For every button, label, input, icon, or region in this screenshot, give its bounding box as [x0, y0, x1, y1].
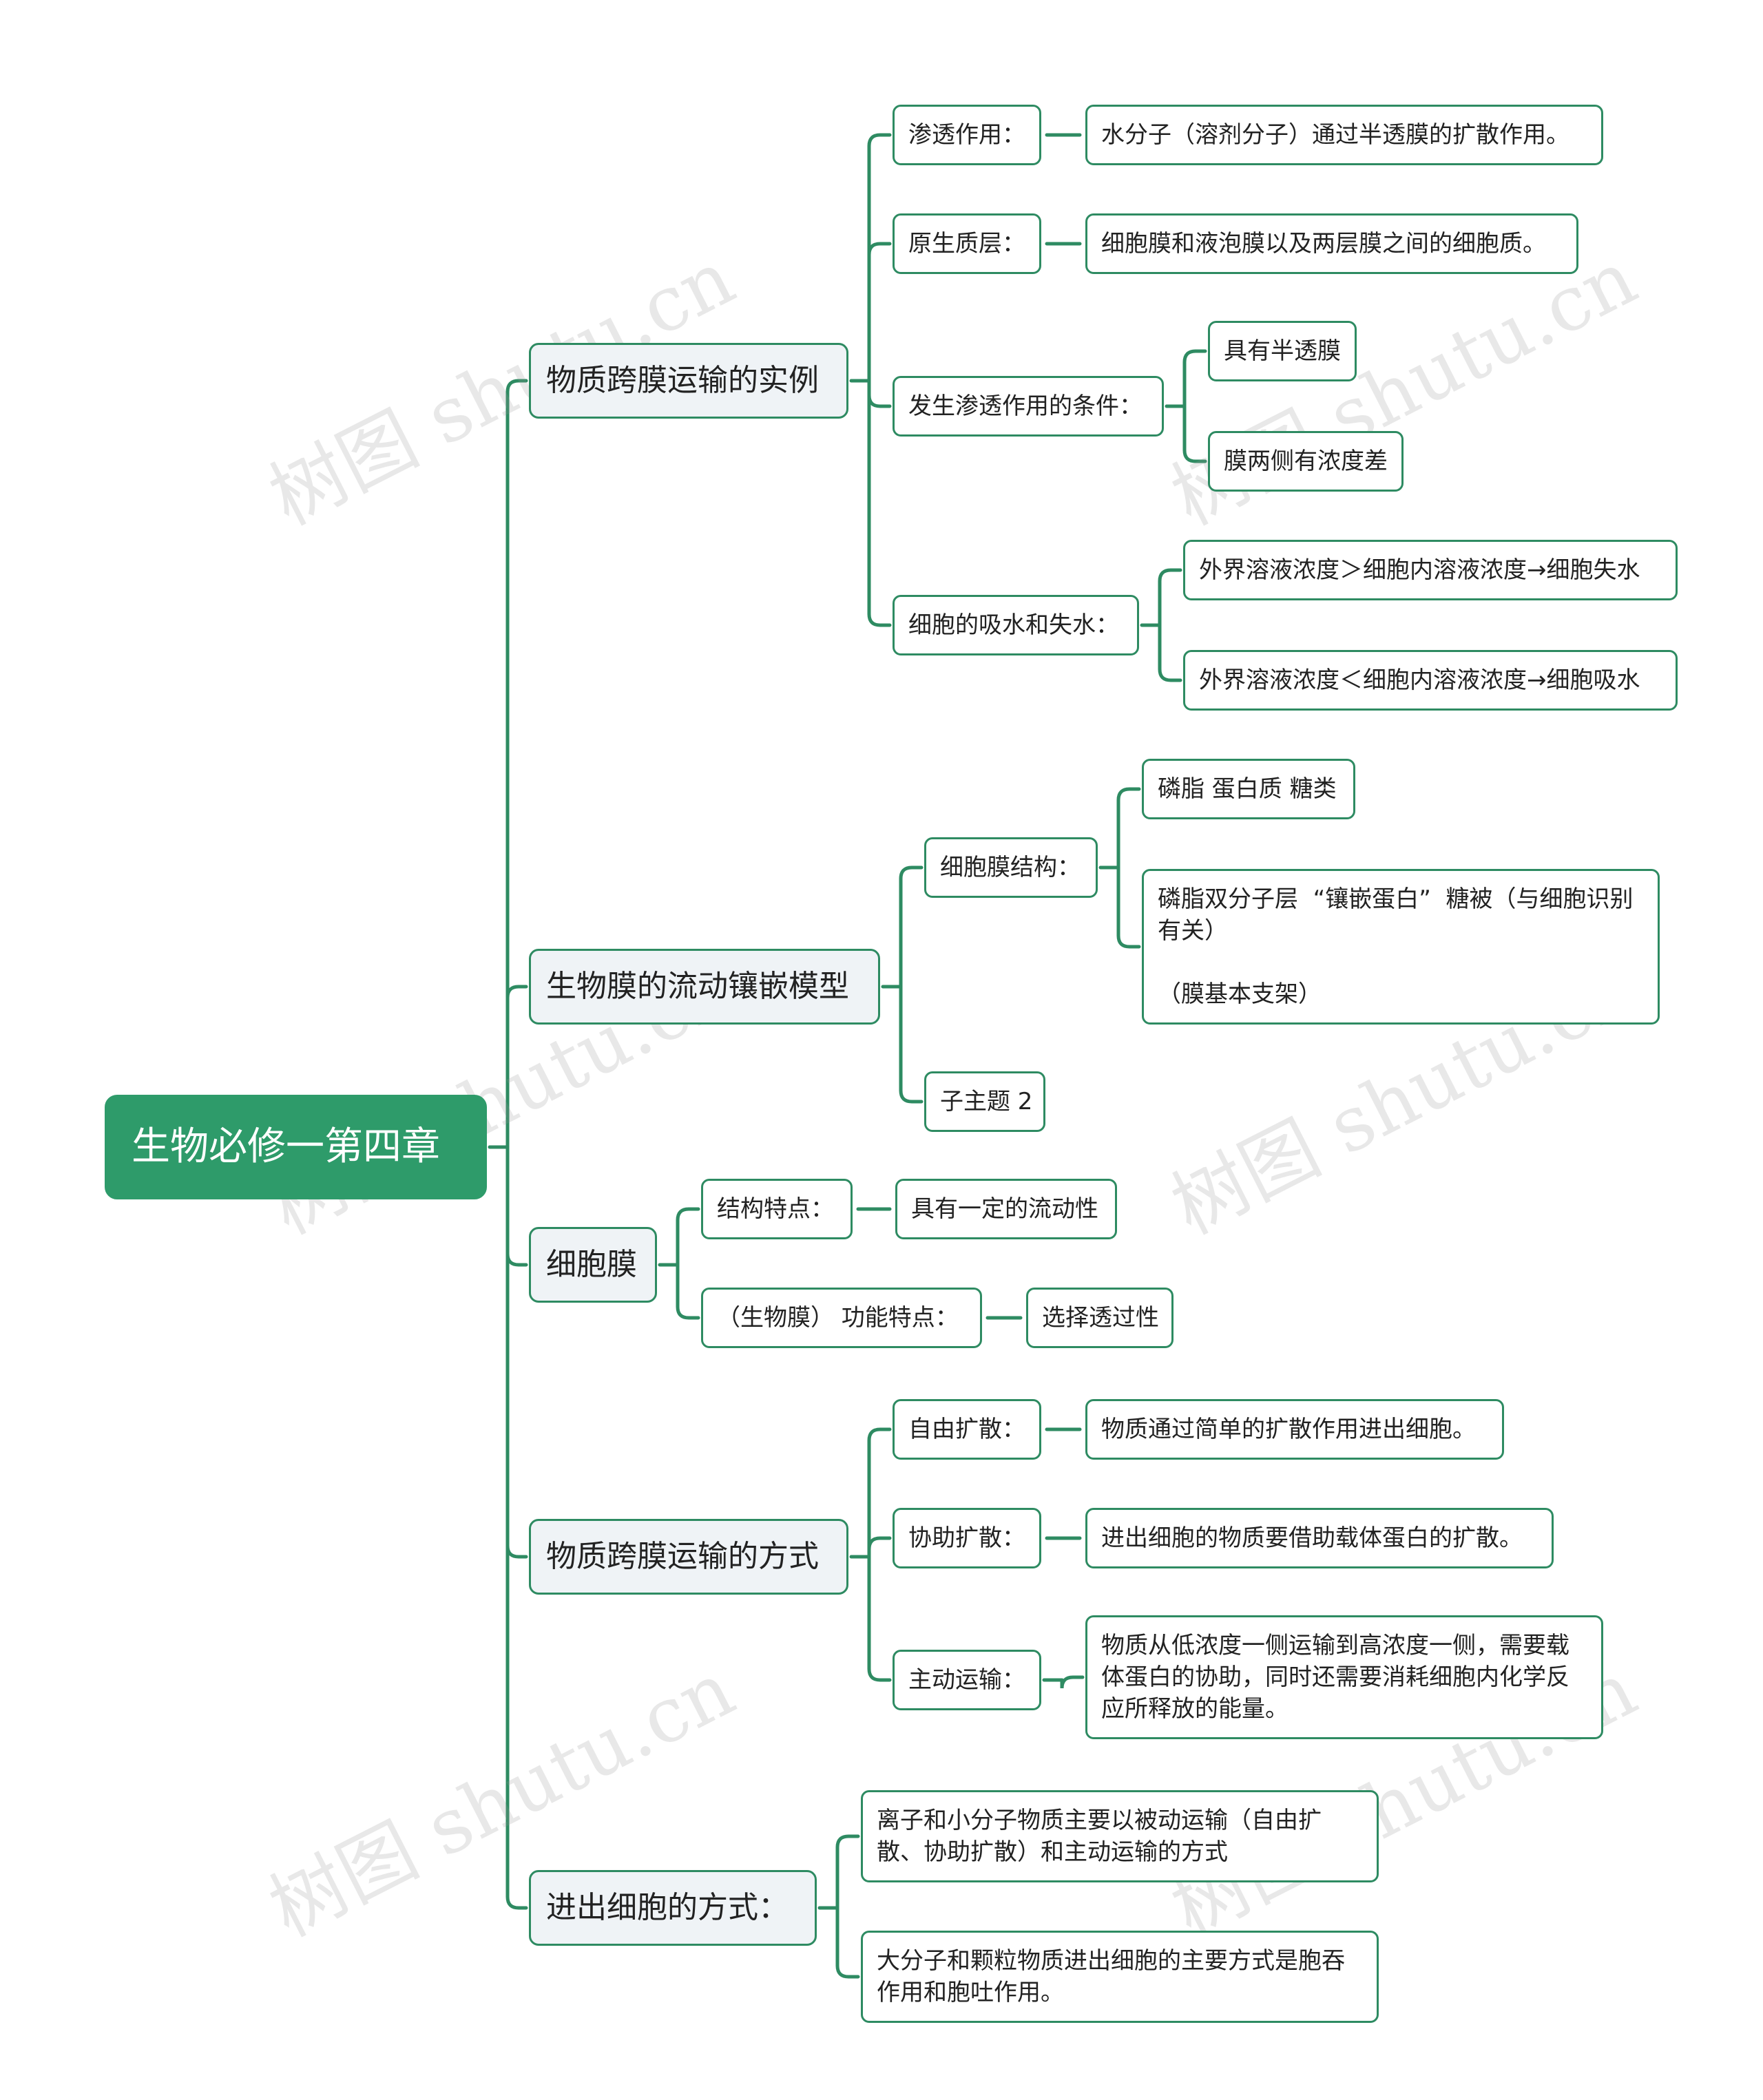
connector	[867, 1536, 892, 1559]
subtopic-2[interactable]: 子主题 2	[924, 1071, 1045, 1132]
detail-selective-permeability[interactable]: 选择透过性	[1026, 1288, 1173, 1348]
connector	[1116, 865, 1141, 949]
detail-free-diffusion-definition[interactable]: 物质通过简单的扩散作用进出细胞。	[1085, 1399, 1504, 1460]
subtopic-protoplasm-layer[interactable]: 原生质层：	[893, 213, 1041, 274]
subtopic-membrane-structure[interactable]: 细胞膜结构：	[924, 837, 1098, 898]
connector	[505, 1145, 528, 1559]
detail-fluidity[interactable]: 具有一定的流动性	[895, 1179, 1117, 1239]
connector	[867, 379, 892, 408]
topic-fluid-mosaic-model[interactable]: 生物膜的流动镶嵌模型	[529, 949, 880, 1025]
connector	[867, 1555, 892, 1682]
detail-protoplasm-layer-definition[interactable]: 细胞膜和液泡膜以及两层膜之间的细胞质。	[1085, 213, 1578, 274]
subtopic-functional-feature[interactable]: （生物膜） 功能特点：	[701, 1288, 982, 1348]
connector	[1060, 1675, 1085, 1689]
connector	[1182, 349, 1207, 408]
subtopic-structural-feature[interactable]: 结构特点：	[701, 1179, 853, 1239]
subtopic-osmosis[interactable]: 渗透作用：	[893, 105, 1041, 165]
connector	[899, 865, 924, 989]
detail-semipermeable-membrane[interactable]: 具有半透膜	[1208, 321, 1357, 381]
detail-membrane-components[interactable]: 磷脂 蛋白质 糖类	[1142, 759, 1355, 819]
topic-membrane-transport-examples[interactable]: 物质跨膜运输的实例	[529, 343, 848, 419]
connector	[1158, 568, 1182, 627]
subtopic-facilitated-diffusion[interactable]: 协助扩散：	[893, 1508, 1041, 1568]
topic-transport-methods[interactable]: 物质跨膜运输的方式	[529, 1519, 848, 1595]
connector	[867, 242, 892, 383]
connector	[676, 1207, 700, 1267]
connector	[867, 379, 892, 627]
connector	[676, 1263, 700, 1320]
subtopic-osmosis-conditions[interactable]: 发生渗透作用的条件：	[893, 376, 1164, 437]
detail-facilitated-diffusion-definition[interactable]: 进出细胞的物质要借助载体蛋白的扩散。	[1085, 1508, 1554, 1568]
connector	[867, 133, 892, 383]
connector	[1182, 404, 1207, 463]
connector	[505, 1145, 528, 1910]
connector	[505, 379, 528, 1149]
detail-endocytosis-exocytosis[interactable]: 大分子和颗粒物质进出细胞的主要方式是胞吞作用和胞吐作用。	[861, 1931, 1379, 2023]
connector	[835, 1906, 860, 1979]
topic-cell-membrane[interactable]: 细胞膜	[529, 1227, 657, 1303]
detail-concentration-difference[interactable]: 膜两侧有浓度差	[1208, 431, 1404, 492]
subtopic-water-absorption-loss[interactable]: 细胞的吸水和失水：	[893, 595, 1139, 655]
detail-cell-absorbs-water[interactable]: 外界溶液浓度＜细胞内溶液浓度→细胞吸水	[1183, 650, 1678, 711]
connector	[505, 985, 528, 1149]
detail-cell-loses-water[interactable]: 外界溶液浓度＞细胞内溶液浓度→细胞失水	[1183, 540, 1678, 600]
detail-active-transport-definition[interactable]: 物质从低浓度一侧运输到高浓度一侧，需要载体蛋白的协助，同时还需要消耗细胞内化学反…	[1085, 1615, 1603, 1739]
subtopic-active-transport[interactable]: 主动运输：	[893, 1650, 1041, 1710]
connector	[1116, 787, 1141, 870]
connector	[867, 1427, 892, 1559]
connector	[1158, 623, 1182, 682]
connector	[505, 1145, 528, 1267]
connector	[835, 1834, 860, 1910]
subtopic-free-diffusion[interactable]: 自由扩散：	[893, 1399, 1041, 1460]
detail-phospholipid-bilayer[interactable]: 磷脂双分子层 “镶嵌蛋白” 糖被（与细胞识别有关） （膜基本支架）	[1142, 869, 1660, 1025]
detail-osmosis-definition[interactable]: 水分子（溶剂分子）通过半透膜的扩散作用。	[1085, 105, 1603, 165]
topic-entry-exit-methods[interactable]: 进出细胞的方式：	[529, 1870, 817, 1946]
connector	[899, 985, 924, 1104]
detail-passive-and-active-transport[interactable]: 离子和小分子物质主要以被动运输（自由扩散、协助扩散）和主动运输的方式	[861, 1790, 1379, 1882]
root-node[interactable]: 生物必修一第四章	[105, 1095, 487, 1199]
